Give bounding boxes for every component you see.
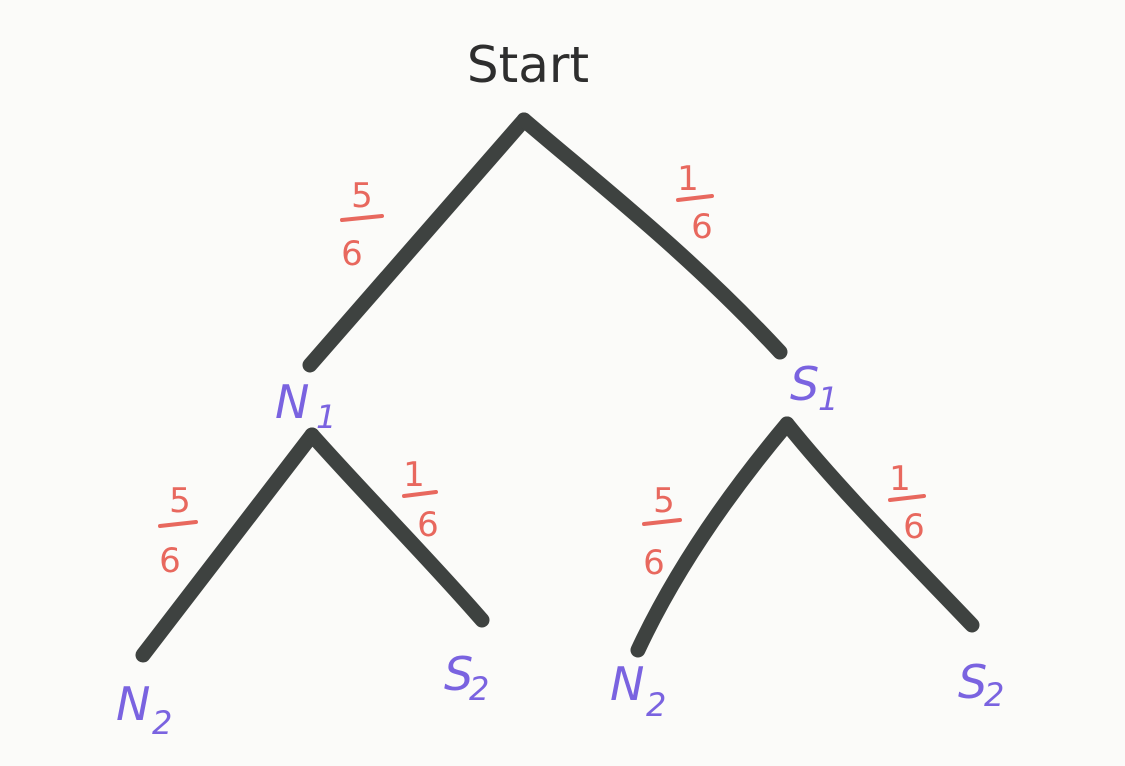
- branch-n1-to-n2: [135, 427, 320, 663]
- node-s2-left-letter: S: [444, 647, 473, 701]
- node-s1-subscript: 1: [818, 380, 838, 418]
- node-n1: N 1: [275, 375, 336, 436]
- prob-n1-s2-numerator: 1: [403, 455, 425, 495]
- node-s2-right-letter: S: [958, 655, 987, 709]
- branch-s1-to-s2: [779, 416, 980, 633]
- prob-start-n1-bar: [340, 214, 384, 222]
- prob-s1-s2: 1 6: [888, 459, 926, 547]
- node-s1: S 1: [790, 357, 838, 418]
- prob-s1-s2-denominator: 6: [903, 507, 925, 547]
- prob-s1-n2-denominator: 6: [643, 543, 665, 583]
- prob-s1-s2-bar: [888, 494, 926, 502]
- prob-s1-n2-numerator: 5: [653, 481, 675, 521]
- prob-start-s1-bar: [676, 194, 714, 202]
- prob-start-s1: 1 6: [676, 159, 714, 247]
- prob-n1-n2-denominator: 6: [159, 541, 181, 581]
- node-s2-left-subscript: 2: [469, 670, 489, 708]
- prob-s1-s2-numerator: 1: [889, 459, 911, 499]
- prob-start-s1-numerator: 1: [677, 159, 699, 199]
- prob-start-s1-denominator: 6: [691, 207, 713, 247]
- node-n2-left-subscript: 2: [152, 704, 172, 742]
- node-n2-left: N 2: [116, 677, 172, 742]
- node-n1-letter: N: [275, 375, 309, 429]
- prob-start-n1: 5 6: [340, 176, 384, 274]
- prob-n1-n2-bar: [158, 520, 198, 528]
- root-label: Start: [467, 36, 589, 94]
- node-s2-right: S 2: [958, 655, 1004, 714]
- prob-s1-n2: 5 6: [642, 481, 682, 583]
- branch-start-to-n1: [302, 112, 532, 373]
- branch-n1-to-s2: [304, 427, 490, 628]
- node-n2-right-letter: N: [610, 657, 644, 711]
- prob-n1-s2-bar: [402, 490, 438, 498]
- prob-n1-n2-numerator: 5: [169, 481, 191, 521]
- prob-n1-n2: 5 6: [158, 481, 198, 581]
- node-n2-left-letter: N: [116, 677, 150, 731]
- prob-n1-s2-denominator: 6: [417, 505, 439, 545]
- prob-start-n1-denominator: 6: [341, 234, 363, 274]
- prob-s1-n2-bar: [642, 518, 682, 526]
- node-n2-right: N 2: [610, 657, 666, 724]
- branch-s1-to-n2: [630, 416, 795, 658]
- node-s2-left: S 2: [444, 647, 489, 708]
- node-n1-subscript: 1: [316, 398, 336, 436]
- prob-n1-s2: 1 6: [402, 455, 439, 545]
- node-n2-right-subscript: 2: [646, 686, 666, 724]
- node-s2-right-subscript: 2: [984, 676, 1004, 714]
- branch-start-to-s1: [516, 112, 788, 360]
- prob-start-n1-numerator: 5: [351, 176, 373, 216]
- node-s1-letter: S: [790, 357, 819, 411]
